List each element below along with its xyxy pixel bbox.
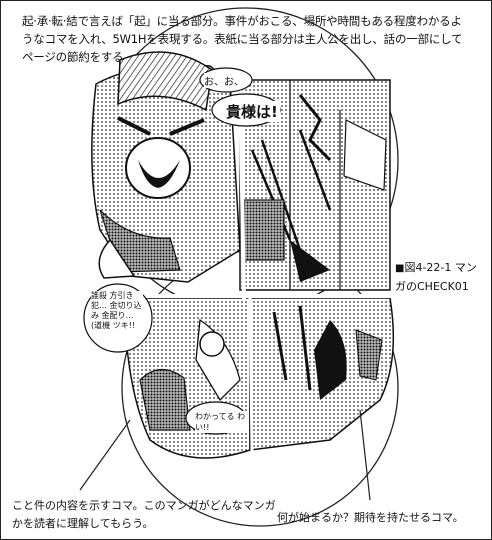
speech-left-bubble: 誰殺 方引き犯… 金切り込み 金配り… (道機 ツキ!! xyxy=(91,291,143,331)
note-right: 何が始まるか？期待を持たせるコマ。 xyxy=(277,511,464,524)
panel-figure-action xyxy=(249,297,395,451)
square-bullet-icon: ■ xyxy=(395,263,405,274)
pointer-right xyxy=(359,409,371,501)
panel-shouting-character xyxy=(91,51,241,283)
pointer-left xyxy=(79,419,131,491)
speech-small-shout: お、お、 xyxy=(204,73,244,88)
figure-label: 図4-22-1 マンガのCHECK01 xyxy=(395,261,477,293)
intro-paragraph: 起·承·転·結で言えば「起」に当る部分。事件がおこる、場所や時間もある程度わかる… xyxy=(22,14,463,64)
speech-big-shout: 貴様は! xyxy=(224,101,280,122)
note-left: こと件の内容を示すコマ。このマンガがどんなマンガかを読者に理解してもらう。 xyxy=(12,499,276,530)
panel-crowd xyxy=(123,297,251,459)
speech-bottom-bubble: わかってる わい!! xyxy=(195,411,247,433)
figure-caption: ■図4-22-1 マンガのCHECK01 xyxy=(395,259,487,296)
